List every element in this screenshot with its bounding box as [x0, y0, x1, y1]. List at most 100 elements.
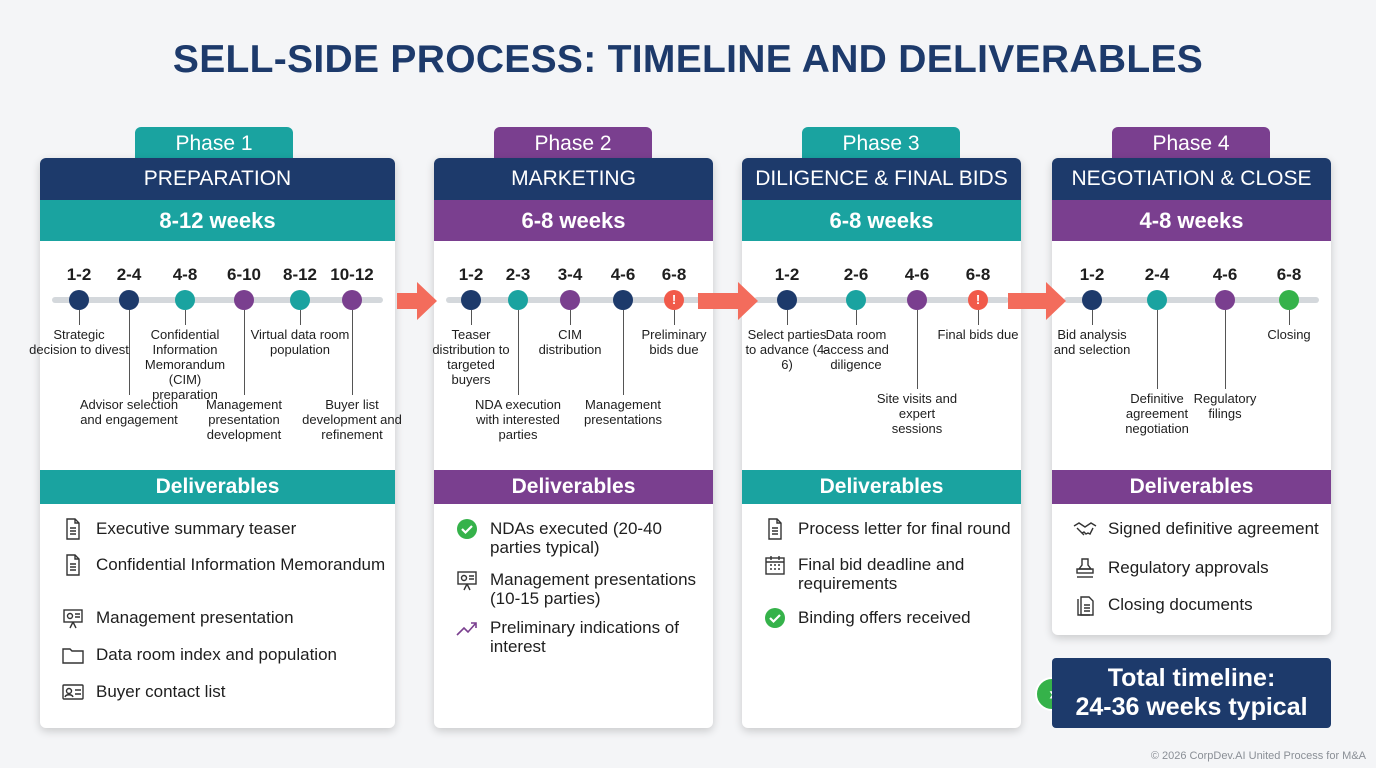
milestone-connector: [623, 310, 624, 395]
milestone-dot: [290, 290, 310, 310]
deliverable-text: Executive summary teaser: [96, 519, 297, 538]
milestone-dot: [119, 290, 139, 310]
stamp-icon: [1072, 555, 1098, 581]
milestone-week: 2-3: [505, 265, 531, 284]
milestone-dot: [560, 290, 580, 310]
milestone-week: 2-4: [1144, 265, 1170, 284]
milestone-connector: [352, 310, 353, 395]
phase-duration: 4-8 weeks: [1052, 200, 1331, 241]
page-title: SELL-SIDE PROCESS: TIMELINE AND DELIVERA…: [172, 38, 1204, 81]
alert-milestone-dot: !: [968, 290, 988, 310]
deliverable-text: Process letter for final round: [798, 519, 1011, 538]
phase-tab: Phase 3: [802, 127, 960, 161]
milestone-label: Buyer list development and refinement: [302, 397, 402, 442]
milestone-week: 6-8: [661, 265, 687, 284]
phase-name: DILIGENCE & FINAL BIDS: [742, 158, 1021, 200]
milestone-dot: [1147, 290, 1167, 310]
document-icon: [60, 552, 86, 578]
milestone-label: Virtual data room population: [250, 327, 350, 357]
deliverable-text: Binding offers received: [798, 608, 971, 627]
milestone-dot: [1082, 290, 1102, 310]
milestone-connector: [518, 310, 519, 395]
milestone-week: 1-2: [458, 265, 484, 284]
milestone-connector: [674, 310, 675, 325]
deliverable-item: Buyer contact list: [60, 679, 390, 705]
milestone-label: Advisor selection and engagement: [79, 397, 179, 427]
deliverable-text: Signed definitive agreement: [1108, 519, 1319, 538]
milestone-connector: [1092, 310, 1093, 325]
milestone-dot: [175, 290, 195, 310]
deliverable-text: Management presentations (10-15 parties): [490, 570, 697, 608]
milestone-label: Final bids due: [937, 327, 1019, 342]
milestone-label: Regulatory filings: [1193, 391, 1257, 421]
milestone-connector: [1225, 310, 1226, 389]
milestone-connector: [570, 310, 571, 325]
timeline-track: [52, 297, 383, 303]
document-icon: [60, 516, 86, 542]
milestone-connector: [856, 310, 857, 325]
milestone-week: 1-2: [1079, 265, 1105, 284]
milestone-week: 6-8: [1276, 265, 1302, 284]
milestone-connector: [300, 310, 301, 325]
deliverables-header: Deliverables: [742, 470, 1021, 504]
trend-up-icon: [454, 615, 480, 641]
phase-duration: 6-8 weeks: [434, 200, 713, 241]
milestone-label: Confidential Information Memorandum (CIM…: [144, 327, 226, 402]
deliverable-text: Data room index and population: [96, 645, 337, 664]
check-circle-icon: [454, 516, 480, 542]
milestone-label: Strategic decision to divest: [29, 327, 129, 357]
phase-name: MARKETING: [434, 158, 713, 200]
milestone-week: 4-6: [904, 265, 930, 284]
phase-duration: 8-12 weeks: [40, 200, 395, 241]
deliverable-item: NDAs executed (20-40 parties typical): [454, 516, 704, 557]
deliverable-item: Signed definitive agreement: [1072, 516, 1342, 542]
phase-arrow-icon: [698, 282, 758, 320]
milestone-dot: [846, 290, 866, 310]
deliverable-item: Executive summary teaser: [60, 516, 390, 542]
milestone-week: 6-10: [226, 265, 262, 284]
deliverable-text: Preliminary indications of interest: [490, 618, 679, 656]
milestone-week: 1-2: [774, 265, 800, 284]
deliverable-text: Confidential Information Memorandum: [96, 555, 386, 574]
milestone-dot: [69, 290, 89, 310]
document-icon: [762, 516, 788, 542]
milestone-dot: [1215, 290, 1235, 310]
phase-tab: Phase 2: [494, 127, 652, 161]
milestone-dot: [461, 290, 481, 310]
deliverables-header: Deliverables: [1052, 470, 1331, 504]
milestone-connector: [129, 310, 130, 395]
deliverable-item: Regulatory approvals: [1072, 555, 1342, 581]
milestone-connector: [244, 310, 245, 395]
total-timeline-box: Total timeline: 24-36 weeks typical: [1052, 658, 1331, 728]
deliverable-item: Confidential Information Memorandum: [60, 552, 390, 578]
deliverable-item: Preliminary indications of interest: [454, 615, 704, 656]
folder-icon: [60, 642, 86, 668]
milestone-label: CIM distribution: [538, 327, 602, 357]
timeline-track: [1064, 297, 1319, 303]
deliverable-item: Final bid deadline and requirements: [762, 552, 1012, 593]
phase-duration: 6-8 weeks: [742, 200, 1021, 241]
milestone-connector: [917, 310, 918, 389]
milestone-dot: [1279, 290, 1299, 310]
milestone-label: Management presentation development: [206, 397, 282, 442]
alert-milestone-dot: !: [664, 290, 684, 310]
milestone-dot: [907, 290, 927, 310]
milestone-connector: [978, 310, 979, 325]
milestone-week: 3-4: [557, 265, 583, 284]
milestone-week: 4-6: [1212, 265, 1238, 284]
deliverable-item: Data room index and population: [60, 642, 390, 668]
documents-icon: [1072, 592, 1098, 618]
handshake-icon: [1072, 516, 1098, 542]
milestone-week: 8-12: [282, 265, 318, 284]
milestone-connector: [1289, 310, 1290, 325]
milestone-week: 2-4: [116, 265, 142, 284]
deliverable-text: Buyer contact list: [96, 682, 226, 701]
total-timeline-label: Total timeline:: [1107, 664, 1276, 692]
deliverable-item: Management presentation: [60, 605, 390, 631]
check-circle-icon: [762, 605, 788, 631]
milestone-label: Site visits and expert sessions: [876, 391, 958, 436]
milestone-week: 4-6: [610, 265, 636, 284]
